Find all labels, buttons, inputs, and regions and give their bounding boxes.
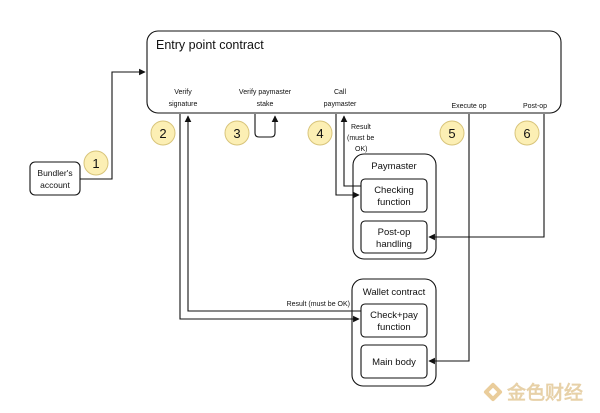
checking-function-box: [360, 178, 428, 213]
paymaster-result-note-line3: OK): [355, 146, 367, 153]
label-stake: stake: [257, 101, 274, 108]
label-execute-op: Execute op: [451, 103, 486, 110]
paymaster-title: Paymaster: [371, 161, 416, 172]
label-paymaster: paymaster: [324, 101, 357, 108]
label-verify-paymaster: Verify paymaster: [239, 89, 292, 96]
main-body-label: Main body: [372, 357, 416, 368]
checking-function-line1: Checking: [374, 185, 414, 196]
entry-point-contract: Entry point contract Verify signature Ve…: [146, 30, 562, 114]
check-pay-function-box: [360, 303, 428, 338]
step-badge-5: 5: [439, 120, 465, 146]
post-op-handling-box: [360, 220, 428, 254]
step-badge-6: 6: [514, 120, 540, 146]
step-number-6: 6: [523, 126, 530, 141]
step-number-5: 5: [448, 126, 455, 141]
paymaster-contract: Paymaster Checking function Post-op hand…: [352, 153, 437, 260]
watermark-logo-icon: [483, 382, 503, 402]
arrow-wallet-result: [184, 115, 361, 312]
step-badge-1: 1: [83, 150, 109, 176]
step-circle-2: [150, 120, 176, 146]
post-op-handling-line1: Post-op: [378, 227, 411, 238]
arrow-paymaster-result: [340, 115, 361, 187]
label-verify: Verify: [174, 89, 192, 96]
step-number-1: 1: [92, 156, 99, 171]
arrow-verify-stake-loop: [254, 114, 279, 138]
step-number-4: 4: [316, 126, 323, 141]
bundler-box: [29, 161, 81, 196]
step-circle-5: [439, 120, 465, 146]
wallet-contract: Wallet contract Check+pay function Main …: [351, 278, 437, 387]
main-body-box: [360, 344, 428, 379]
watermark-text: 金色财经: [506, 381, 583, 404]
step-circle-6: [514, 120, 540, 146]
paymaster-result-note-line1: Result: [351, 124, 371, 131]
label-signature: signature: [169, 101, 198, 108]
checking-function-line2: function: [377, 197, 410, 208]
step-circle-4: [307, 120, 333, 146]
check-pay-function-line2: function: [377, 322, 410, 333]
watermark: 金色财经: [483, 381, 583, 404]
step-number-3: 3: [233, 126, 240, 141]
bundler-label-line1: Bundler's: [37, 168, 72, 178]
check-pay-function-line1: Check+pay: [370, 310, 418, 321]
entry-point-title: Entry point contract: [156, 38, 264, 52]
wallet-title: Wallet contract: [363, 287, 426, 298]
wallet-result-note: Result (must be OK): [287, 301, 350, 308]
arrow-call-paymaster: [335, 114, 360, 199]
label-call: Call: [334, 89, 347, 96]
label-post-op: Post-op: [523, 103, 547, 110]
paymaster-result-note-line2: (must be: [347, 135, 374, 142]
arrow-post-op-to-handling: [428, 114, 545, 241]
step-circle-3: [224, 120, 250, 146]
arrow-bundler-to-entry: [80, 68, 146, 180]
arrow-execute-to-main-body: [428, 114, 470, 365]
step-badge-2: 2: [150, 120, 176, 146]
step-badge-3: 3: [224, 120, 250, 146]
post-op-handling-line2: handling: [376, 239, 412, 250]
step-circle-1: [83, 150, 109, 176]
connectors: [80, 68, 545, 365]
step-badge-4: 4: [307, 120, 333, 146]
entry-point-box: [146, 30, 562, 114]
bundler-label-line2: account: [40, 180, 70, 190]
arrow-verify-to-check-pay: [179, 114, 360, 323]
bundler-account: Bundler's account: [29, 161, 81, 196]
step-number-2: 2: [159, 126, 166, 141]
